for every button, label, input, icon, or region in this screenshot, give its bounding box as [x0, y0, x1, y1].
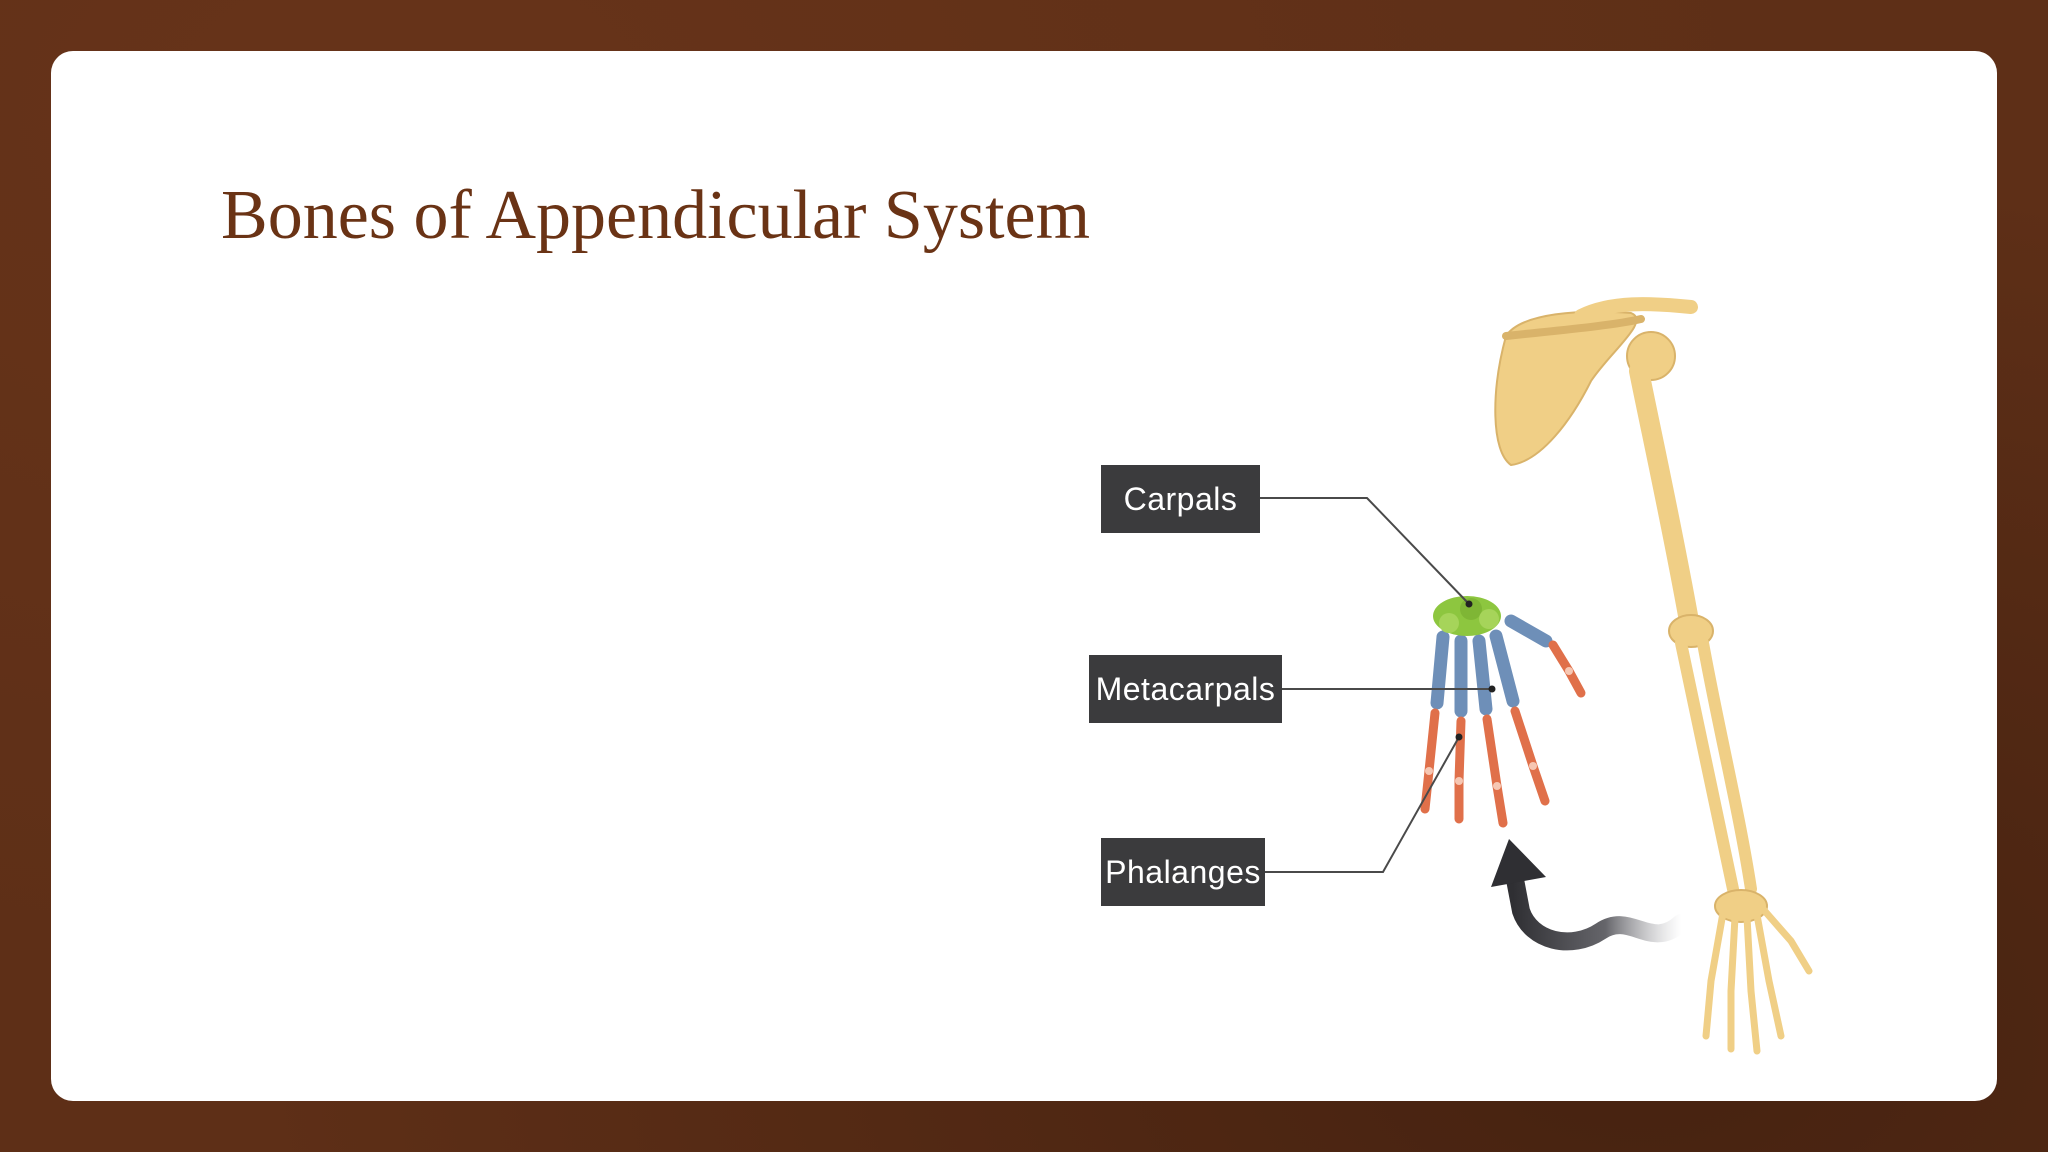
ulna-bone: [1697, 637, 1757, 895]
metacarpals-bones: [1430, 614, 1553, 718]
phalanges-leader-line: [1265, 736, 1460, 873]
slide-canvas: Bones of Appendicular System: [51, 51, 1997, 1101]
clavicle-bone: [1574, 297, 1698, 323]
radius-bone: [1675, 637, 1739, 895]
highlighted-hand: [1420, 596, 1586, 828]
phalanges-label: Phalanges: [1101, 838, 1265, 906]
full-arm-skeleton: [1494, 297, 1813, 1055]
slide-title: Bones of Appendicular System: [221, 177, 1091, 254]
leader-lines: [1260, 497, 1492, 873]
metacarpals-label: Metacarpals: [1089, 655, 1282, 723]
arm-bones-illustration: [1260, 297, 1813, 1055]
carpals-leader-line: [1260, 497, 1470, 605]
curved-arrow-icon: [1491, 839, 1690, 951]
carpals-label: Carpals: [1101, 465, 1260, 533]
humerus-bone: [1629, 361, 1699, 631]
carpals-bones: [1433, 596, 1501, 636]
